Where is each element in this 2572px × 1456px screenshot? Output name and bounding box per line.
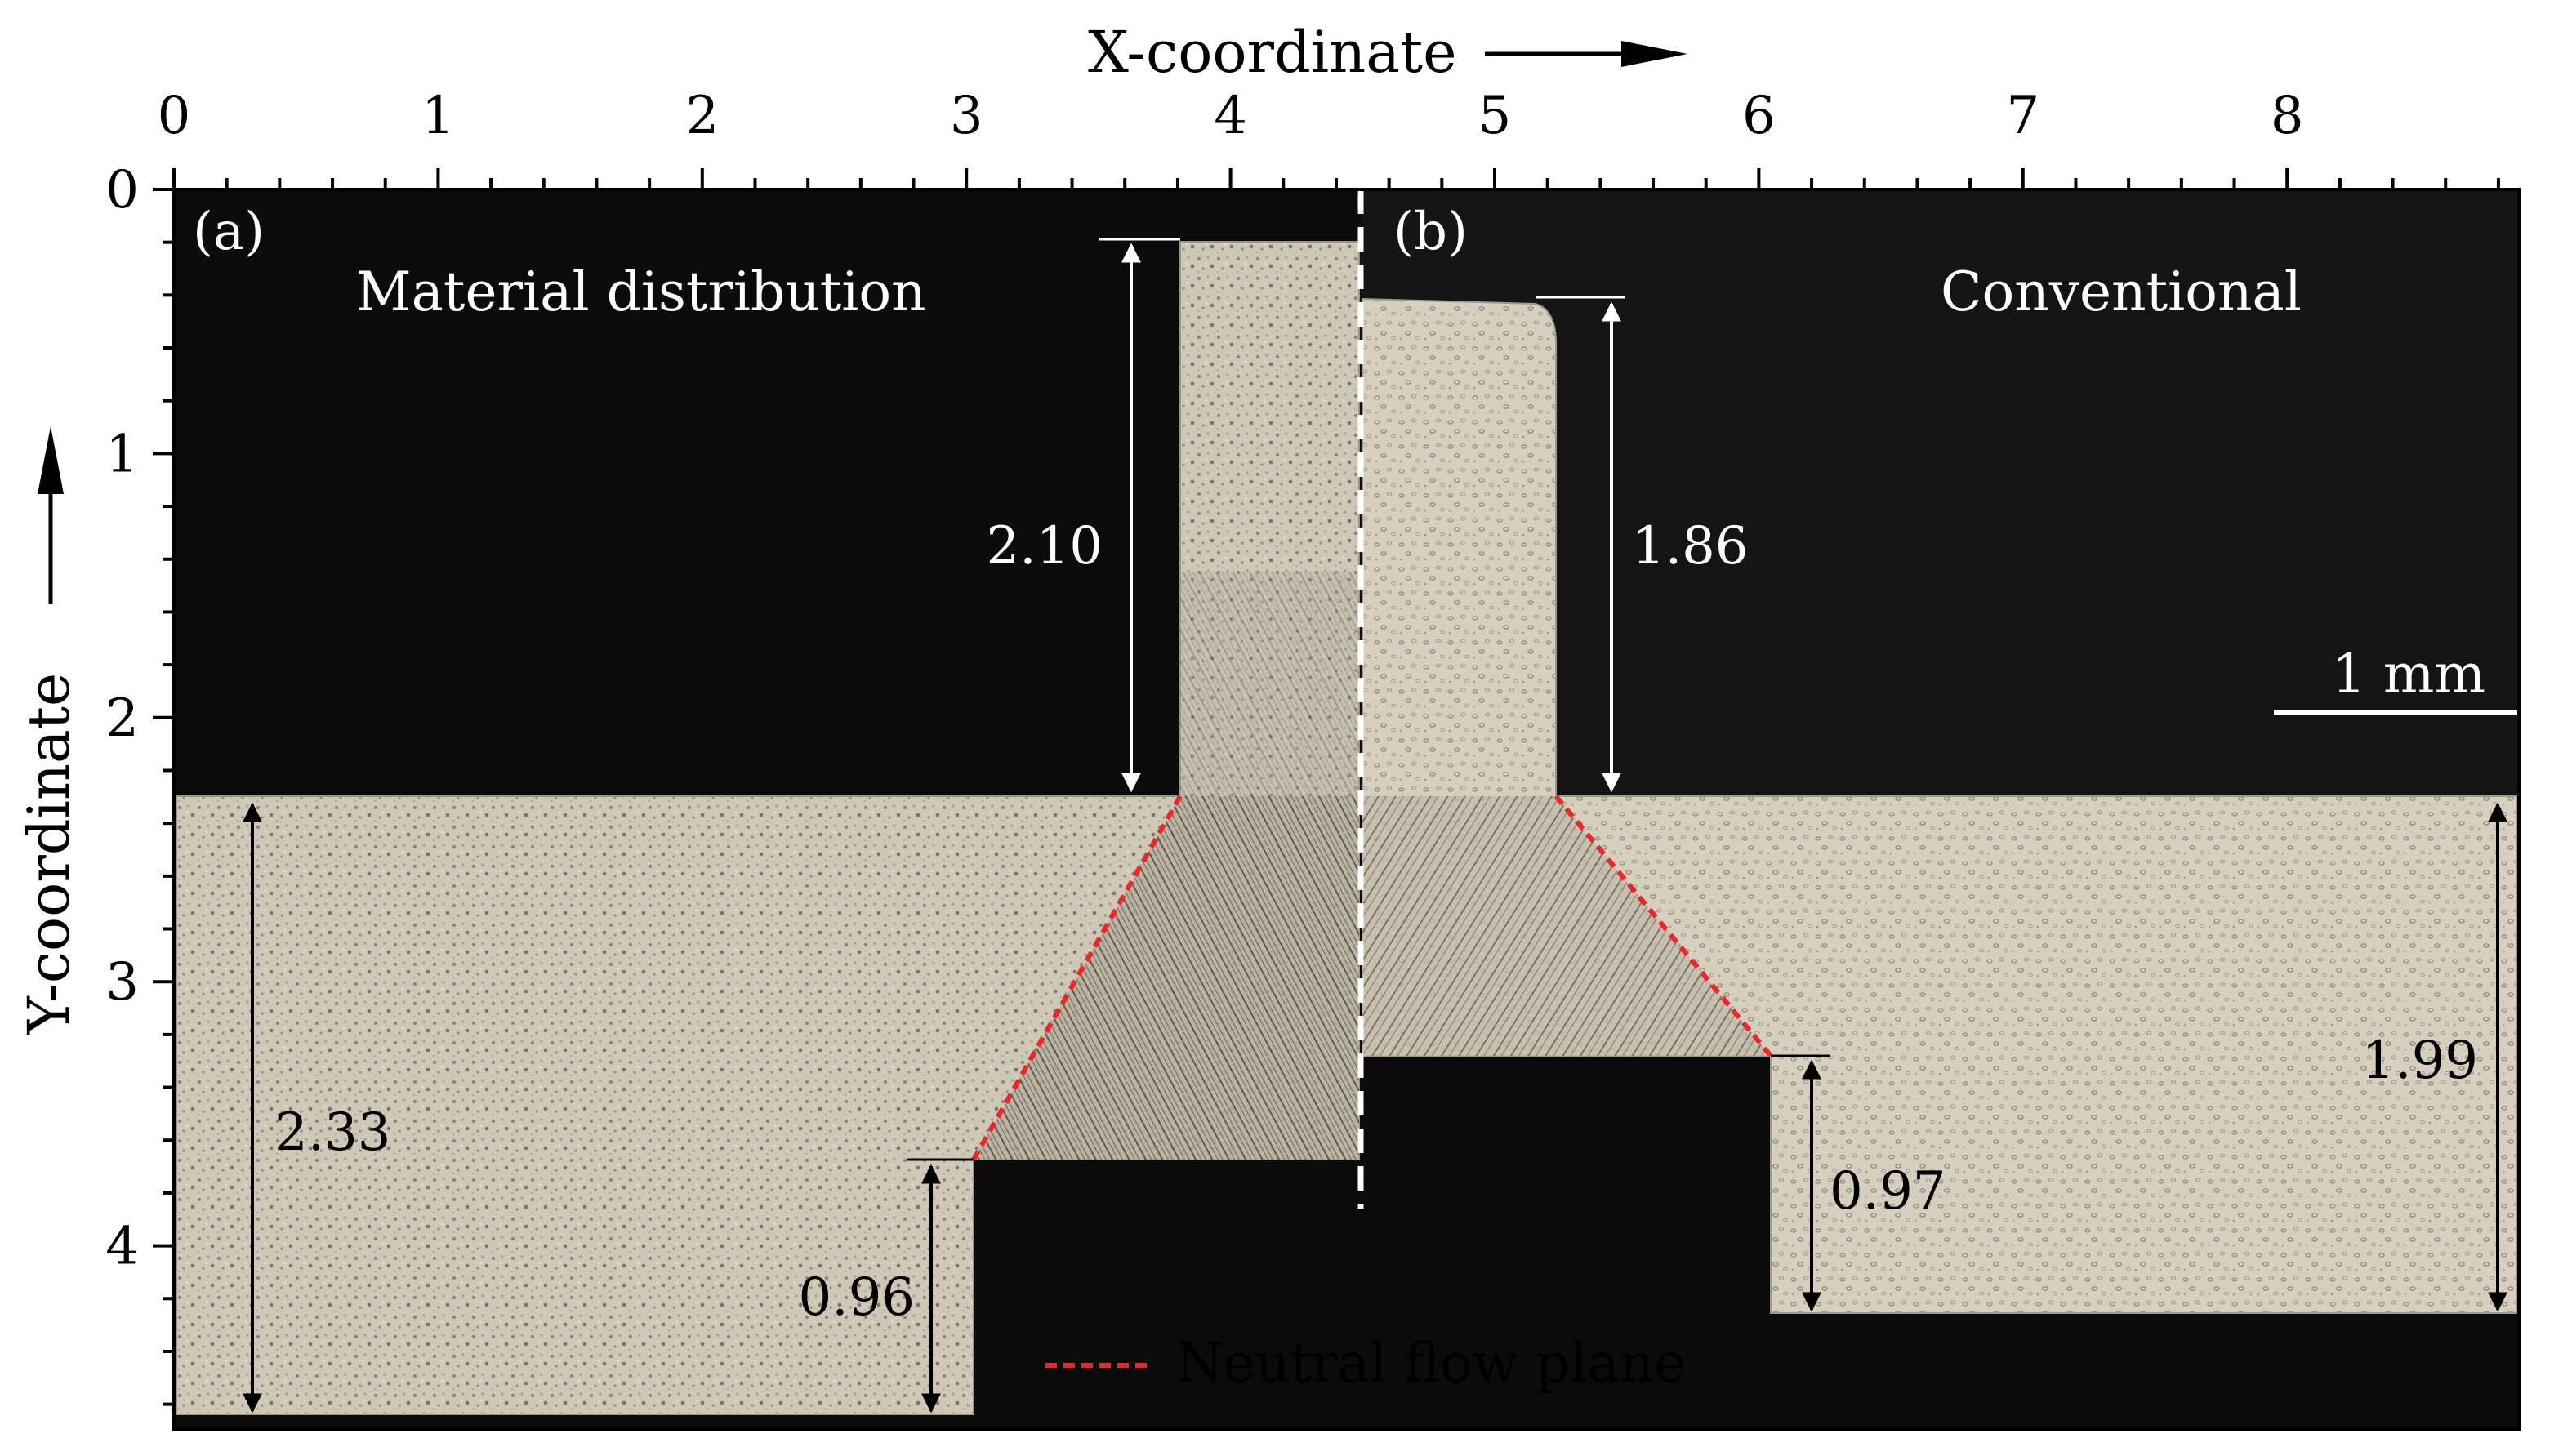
x-tick-label: 5 (1478, 86, 1512, 146)
dimension-a-flange: 2.33 (243, 802, 391, 1414)
legend: Neutral flow plane (1045, 1332, 1686, 1395)
y-axis-title-arrow (38, 426, 64, 604)
dimension-a-flange-value: 2.33 (274, 1102, 391, 1163)
dimension-b-flange: 1.99 (2362, 802, 2507, 1312)
dimension-a-top-value: 2.10 (987, 516, 1103, 577)
specimen-a (176, 241, 1360, 1415)
y-axis-arrow-head (38, 426, 64, 494)
y-tick-label: 3 (105, 952, 139, 1013)
x-tick-label: 6 (1742, 86, 1776, 146)
legend-label-neutral-flow-plane: Neutral flow plane (1176, 1332, 1686, 1395)
panel-label-a: (a) (193, 202, 265, 262)
x-tick-label: 4 (1214, 86, 1247, 146)
specimen-b (1362, 297, 2517, 1314)
panel-title-b: Conventional (1941, 260, 2302, 323)
y-tick-label: 1 (105, 424, 139, 484)
dimension-a-top: 2.10 (987, 238, 1180, 793)
scale-bar: 1 mm (2274, 643, 2543, 715)
dimension-a-lip: 0.96 (799, 1158, 974, 1414)
y-axis-ticks: 0 1 2 3 4 (105, 160, 174, 1406)
x-tick-label: 0 (158, 86, 191, 146)
dimension-b-top: 1.86 (1536, 296, 1749, 793)
x-tick-label: 8 (2271, 86, 2304, 146)
specimen-a-flow-zone (974, 796, 1359, 1160)
y-tick-label: 2 (105, 688, 139, 749)
specimen-b-flow-zone (1362, 796, 1771, 1056)
x-tick-label: 2 (685, 86, 719, 146)
panel-title-a: Material distribution (356, 260, 926, 323)
dimension-b-flange-value: 1.99 (2362, 1031, 2479, 1091)
neutral-flow-plane-b (1553, 795, 1773, 1057)
x-axis-ticks: 0 1 2 3 4 5 6 7 8 (158, 86, 2500, 189)
panel-label-b: (b) (1393, 202, 1468, 262)
neutral-flow-plane-a (971, 795, 1183, 1161)
x-tick-label: 1 (421, 86, 455, 146)
x-axis-title: X-coordinate (1088, 19, 1457, 86)
dimension-b-lip: 0.97 (1771, 1054, 1946, 1312)
specimen-a-stem-flow (1180, 572, 1359, 796)
y-tick-label: 4 (105, 1217, 139, 1277)
y-axis-title-group: Y-coordinate (16, 673, 82, 1035)
y-axis-title: Y-coordinate (16, 673, 82, 1035)
y-tick-label: 0 (105, 160, 139, 220)
scale-bar-label: 1 mm (2332, 643, 2485, 706)
dimension-b-top-value: 1.86 (1632, 516, 1749, 577)
x-tick-label: 7 (2006, 86, 2039, 146)
specimen-b-body (1362, 297, 2517, 1314)
x-axis-title-arrow (1485, 41, 1687, 67)
x-tick-label: 3 (950, 86, 983, 146)
plot-frame (172, 188, 2521, 1431)
x-axis-arrow-head (1621, 41, 1687, 67)
dimension-b-lip-value: 0.97 (1830, 1161, 1946, 1222)
dimension-a-lip-value: 0.96 (799, 1267, 916, 1328)
